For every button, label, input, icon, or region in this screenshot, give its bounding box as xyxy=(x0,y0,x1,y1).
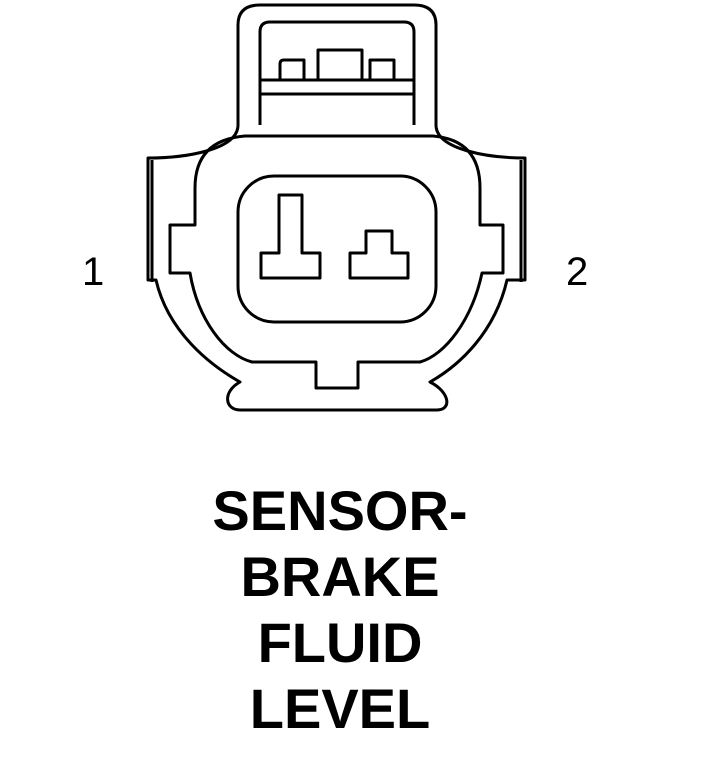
connector-inner-housing xyxy=(168,134,505,390)
component-caption: SENSOR- BRAKE FLUID LEVEL xyxy=(0,478,680,742)
pin-label-1: 1 xyxy=(82,250,105,294)
pin-2-terminal xyxy=(348,229,410,280)
caption-line: LEVEL xyxy=(249,677,431,740)
caption-line: FLUID xyxy=(257,611,423,674)
caption-line: SENSOR- xyxy=(212,479,468,542)
pin-label-2: 2 xyxy=(566,250,589,294)
connector-latch xyxy=(258,20,416,125)
connector-latch-tab-center xyxy=(316,48,364,80)
pin-1-terminal xyxy=(259,193,322,280)
connector-latch-tab-left xyxy=(278,58,306,80)
terminal-cavity xyxy=(236,174,438,324)
connector-outer-housing xyxy=(146,3,527,412)
connector-diagram xyxy=(146,3,527,412)
caption-line: BRAKE xyxy=(240,545,440,608)
connector-latch-tab-right xyxy=(368,58,396,80)
